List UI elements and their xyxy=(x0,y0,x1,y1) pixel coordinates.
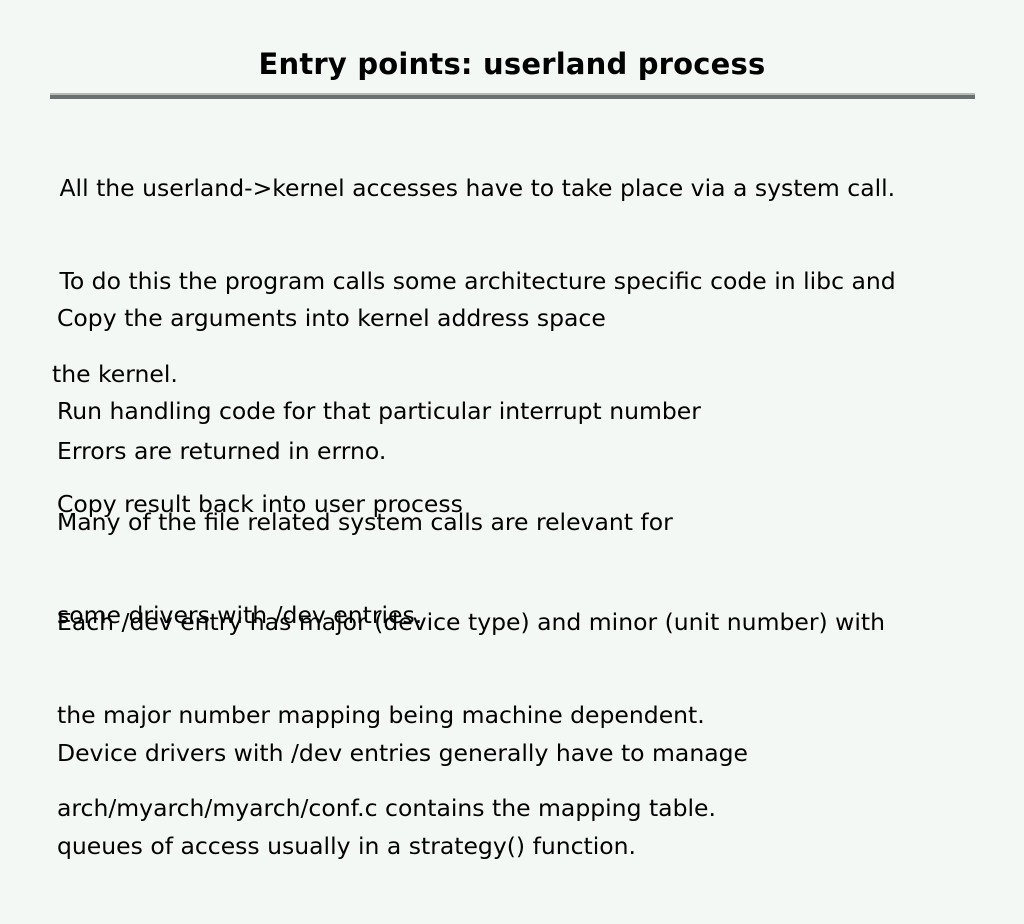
paragraph-line: Copy result back into user process xyxy=(57,490,463,518)
paragraph-errors: Errors are returned in errno. xyxy=(57,374,386,529)
paragraph-line: the major number mapping being machine d… xyxy=(57,701,705,729)
paragraph-line: Run handling code for that particular in… xyxy=(57,397,701,425)
paragraph-intro: All the userland->kernel accesses have t… xyxy=(52,111,896,452)
slide: Entry points: userland process All the u… xyxy=(0,47,1024,860)
paragraph-line: Copy the arguments into kernel address s… xyxy=(57,304,606,332)
title-divider xyxy=(50,93,975,99)
divider-shadow xyxy=(50,95,975,99)
paragraph-line: To do this the program calls some archit… xyxy=(52,267,896,295)
slide-body: All the userland->kernel accesses have t… xyxy=(0,104,1024,860)
paragraph-line: Device drivers with /dev entries general… xyxy=(57,739,748,767)
paragraph-steps: Copy the arguments into kernel address s… xyxy=(57,241,701,582)
paragraph-queues: Device drivers with /dev entries general… xyxy=(57,676,748,924)
page-title: Entry points: userland process xyxy=(258,47,766,81)
paragraph-line: the kernel. xyxy=(52,360,178,388)
paragraph-line: Many of the file related system calls ar… xyxy=(57,508,673,536)
paragraph-line: All the userland->kernel accesses have t… xyxy=(52,174,896,202)
paragraph-line: Errors are returned in errno. xyxy=(57,437,387,465)
paragraph-files: Many of the file related system calls ar… xyxy=(57,445,673,693)
paragraph-line: queues of access usually in a strategy()… xyxy=(57,832,637,860)
paragraph-line: Each /dev entry has major (device type) … xyxy=(57,608,885,636)
divider-highlight xyxy=(50,93,975,95)
paragraph-line: some drivers with /dev entries. xyxy=(57,601,423,629)
